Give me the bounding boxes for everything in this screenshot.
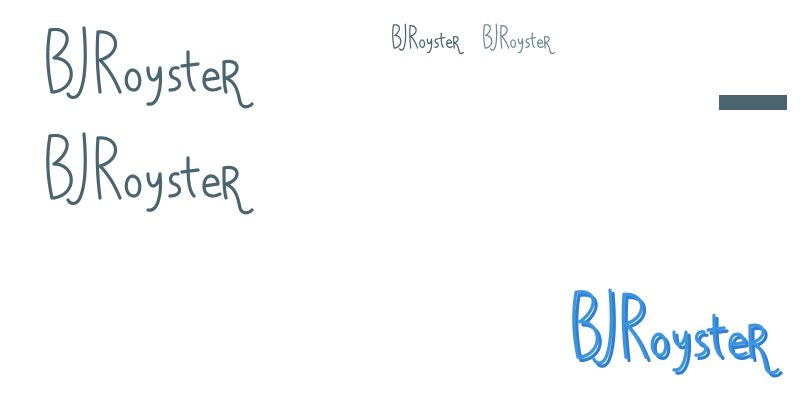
wordmark-graphic: BJRoyster	[46, 132, 254, 215]
logo-blue-shadow: BJRoyster	[566, 284, 783, 378]
wordmark-stroke-layer	[572, 288, 780, 375]
wordmark-graphic: BJRoyster	[483, 23, 555, 55]
wordmark-graphic: BJRoyster	[392, 23, 464, 55]
wordmark-stroke-layer	[392, 23, 464, 55]
wordmark-stroke-layer	[483, 23, 555, 55]
wordmark-stroke-layer	[46, 26, 254, 109]
wordmark-stroke-layer	[46, 132, 254, 215]
color-swatch-bar	[719, 95, 787, 110]
logo-small-primary: BJRoyster	[390, 22, 464, 55]
logo-large-primary: BJRoyster	[40, 22, 254, 109]
logo-large-secondary: BJRoyster	[40, 128, 254, 215]
wordmark-graphic: BJRoyster	[572, 288, 783, 378]
logo-small-light: BJRoyster	[481, 22, 555, 55]
wordmark-graphic: BJRoyster	[46, 26, 254, 109]
